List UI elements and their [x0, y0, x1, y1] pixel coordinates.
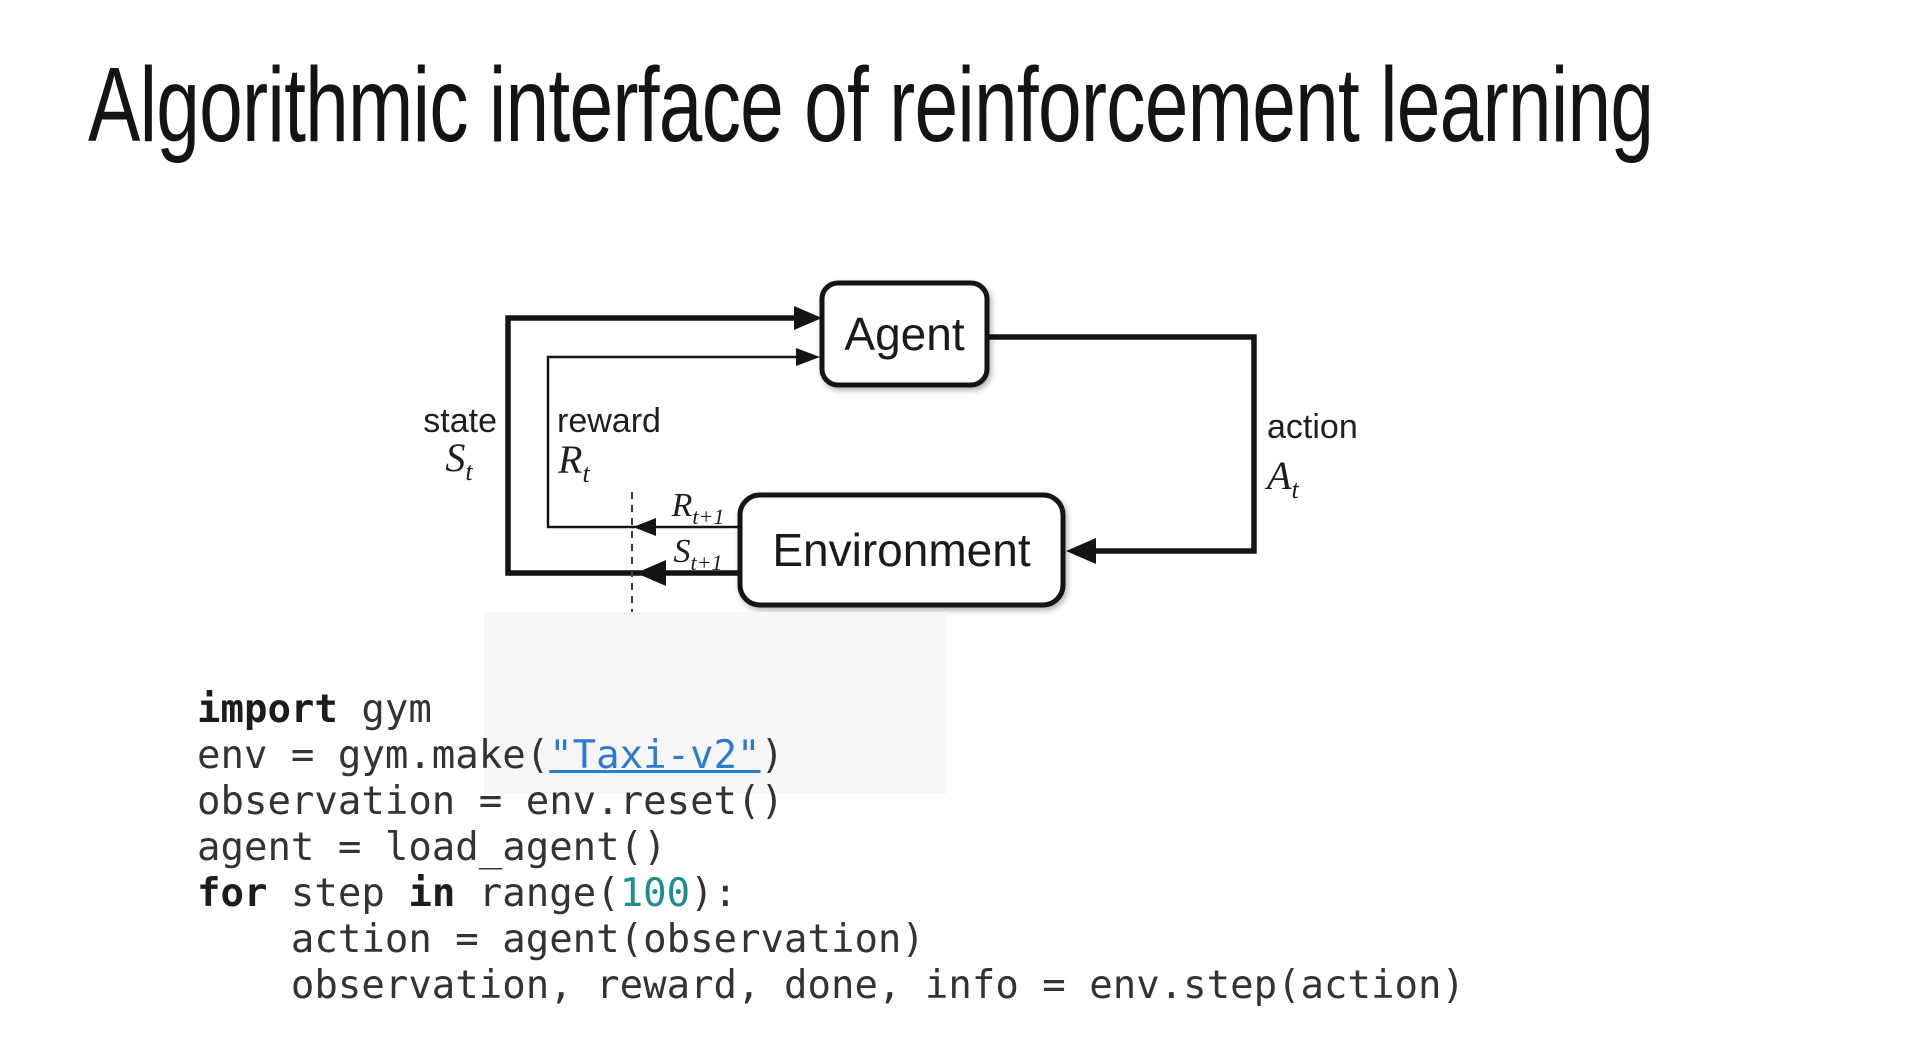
code-line-2: env = gym.make("Taxi-v2"): [197, 733, 1465, 779]
agent-box-label: Agent: [844, 308, 965, 360]
code-line-3: observation = env.reset(): [197, 779, 1465, 825]
reward-into-agent-arrowhead: [796, 348, 820, 366]
code-text: step: [267, 871, 409, 916]
state-word-label: state: [423, 402, 497, 440]
code-text: ): [760, 733, 785, 778]
code-line-7: observation, reward, done, info = env.st…: [197, 963, 1465, 1009]
state-into-agent-arrowhead: [794, 306, 822, 330]
code-text: range(: [455, 871, 620, 916]
reward-word-label: reward: [557, 402, 661, 440]
code-text: ):: [690, 871, 738, 916]
code-number: 100: [619, 871, 691, 916]
code-text: observation = env.reset(): [197, 779, 784, 824]
next-state-symbol: St+1: [673, 533, 723, 575]
code-link-taxi-v2[interactable]: "Taxi-v2": [549, 733, 761, 778]
code-line-4: agent = load_agent(): [197, 825, 1465, 871]
action-symbol: At: [1267, 453, 1299, 504]
next-reward-symbol: Rt+1: [671, 487, 725, 529]
environment-box-label: Environment: [772, 524, 1031, 576]
code-keyword: for: [197, 871, 268, 916]
slide-title: Algorithmic interface of reinforcement l…: [88, 46, 1654, 164]
code-text: env = gym.make(: [197, 733, 550, 778]
action-into-environment-arrowhead: [1066, 538, 1096, 564]
reward-symbol: Rt: [558, 437, 590, 488]
state-symbol: St: [445, 435, 473, 486]
code-line-1: import gym: [197, 687, 1465, 733]
code-text: agent = load_agent(): [197, 825, 667, 870]
code-text: action = agent(observation): [197, 917, 925, 962]
code-background-pane: [484, 612, 946, 794]
code-keyword: in: [408, 871, 456, 916]
code-text: gym: [337, 687, 432, 732]
code-line-5: for step in range(100):: [197, 871, 1465, 917]
code-keyword: import: [197, 687, 338, 732]
next-reward-arrowhead: [633, 518, 656, 536]
action-word-label: action: [1267, 408, 1358, 446]
code-line-6: action = agent(observation): [197, 917, 1465, 963]
code-text: observation, reward, done, info = env.st…: [197, 963, 1465, 1008]
